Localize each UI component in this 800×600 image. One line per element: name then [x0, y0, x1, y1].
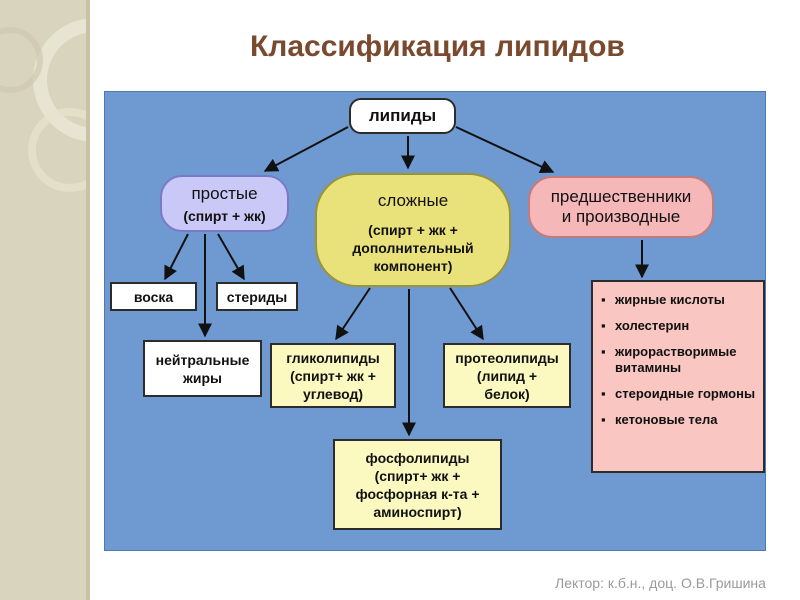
arrow-slozhnye-gliko: [335, 287, 371, 341]
list-item: ▪жирные кислоты: [601, 292, 725, 307]
node-lipidy-label: липиды: [368, 106, 437, 125]
node-prostye: простые (спирт + жк): [160, 175, 289, 232]
node-proteo-line3: белок): [484, 385, 530, 402]
list-item: ▪холестерин: [601, 318, 690, 333]
arrow-slozhnye-proteo: [449, 287, 484, 341]
node-voska-label: воска: [133, 288, 174, 305]
node-glikolipidy: гликолипиды (спирт+ жк + углевод): [270, 343, 396, 408]
node-lipidy: липиды: [349, 98, 456, 134]
bullet-icon: ▪: [601, 412, 606, 427]
node-pred-line2: и производные: [561, 207, 681, 226]
node-fosfo-line4: аминоспирт): [373, 503, 462, 520]
list-item: ▪жирорастворимые витамины: [601, 344, 737, 375]
node-proteolipidy: протеолипиды (липид + белок): [443, 343, 571, 408]
bullet-icon: ▪: [601, 386, 606, 401]
node-steridy: стериды: [216, 282, 298, 311]
list-item: ▪кетоновые тела: [601, 412, 718, 427]
decorative-rings: [0, 18, 90, 192]
node-derivatives-list: ▪жирные кислоты ▪холестерин ▪жирораствор…: [591, 280, 765, 473]
node-fosfo-line2: (спирт+ жк +: [374, 467, 461, 484]
slide-title: Классификация липидов: [250, 30, 625, 63]
bullet-icon: ▪: [601, 318, 606, 333]
node-fosfolipidy: фосфолипиды (спирт+ жк + фосфорная к-та …: [333, 439, 502, 530]
bullet-icon: ▪: [601, 344, 606, 359]
node-slozhnye-formula-1: (спирт + жк +: [368, 222, 458, 238]
node-neitr-line2: жиры: [182, 369, 223, 386]
node-slozhnye: сложные (спирт + жк + дополнительный ком…: [315, 173, 511, 287]
node-steridy-label: стериды: [226, 288, 288, 305]
arrow-lipidy-pred: [455, 126, 555, 174]
node-fosfo-line1: фосфолипиды: [365, 449, 470, 466]
node-prostye-title: простые: [191, 183, 258, 203]
arrow-lipidy-prostye: [263, 126, 349, 172]
arrow-prostye-steridy: [217, 233, 245, 281]
node-slozhnye-formula-3: компонент): [373, 258, 453, 274]
node-neitralnye-zhiry: нейтральные жиры: [143, 340, 262, 397]
node-slozhnye-formula-2: дополнительный: [352, 240, 474, 256]
bullet-icon: ▪: [601, 292, 606, 307]
lecturer-footer: Лектор: к.б.н., доц. О.В.Гришина: [555, 575, 766, 591]
decorative-side-panel: [0, 0, 90, 600]
node-gliko-line2: (спирт+ жк +: [290, 367, 376, 384]
node-predshestvenniki: предшественники и производные: [528, 176, 714, 238]
node-gliko-line1: гликолипиды: [286, 349, 380, 366]
node-slozhnye-title: сложные: [377, 191, 449, 210]
node-prostye-formula: (спирт + жк): [183, 207, 266, 224]
node-gliko-line3: углевод): [302, 385, 364, 402]
list-item: ▪стероидные гормоны: [601, 386, 756, 401]
arrow-prostye-voska: [164, 233, 189, 281]
derivatives-list: ▪жирные кислоты ▪холестерин ▪жирораствор…: [599, 292, 757, 438]
node-fosfo-line3: фосфорная к-та +: [355, 485, 480, 502]
side-stripe: [86, 0, 90, 600]
node-pred-line1: предшественники: [550, 187, 692, 206]
node-proteo-line2: (липид +: [476, 367, 538, 384]
node-voska: воска: [110, 282, 197, 311]
node-proteo-line1: протеолипиды: [455, 349, 559, 366]
node-neitr-line1: нейтральные: [155, 351, 250, 368]
